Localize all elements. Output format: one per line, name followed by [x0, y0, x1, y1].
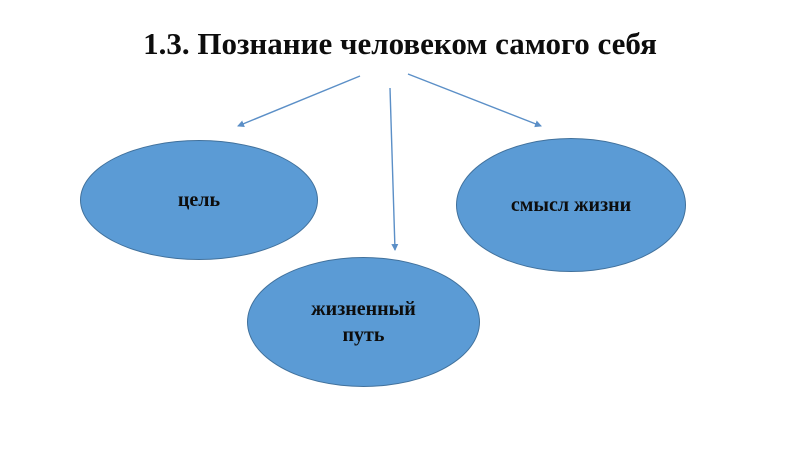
node-life-path-label-line2: путь	[342, 324, 385, 346]
arrow-to-meaning	[407, 73, 542, 128]
node-life-path-text: жизненный путь	[294, 296, 434, 348]
node-goal: цель	[80, 140, 318, 260]
node-meaning-of-life: смысл жизни	[456, 138, 686, 272]
node-goal-label: цель	[177, 189, 221, 211]
slide-title: 1.3. Познание человеком самого себя	[143, 26, 657, 61]
arrow-to-goal	[237, 75, 361, 127]
node-life-path: жизненный путь	[247, 257, 480, 387]
node-meaning-of-life-label: смысл жизни	[510, 194, 632, 216]
node-life-path-label-line1: жизненный	[311, 298, 416, 320]
arrow-to-path	[389, 87, 399, 251]
